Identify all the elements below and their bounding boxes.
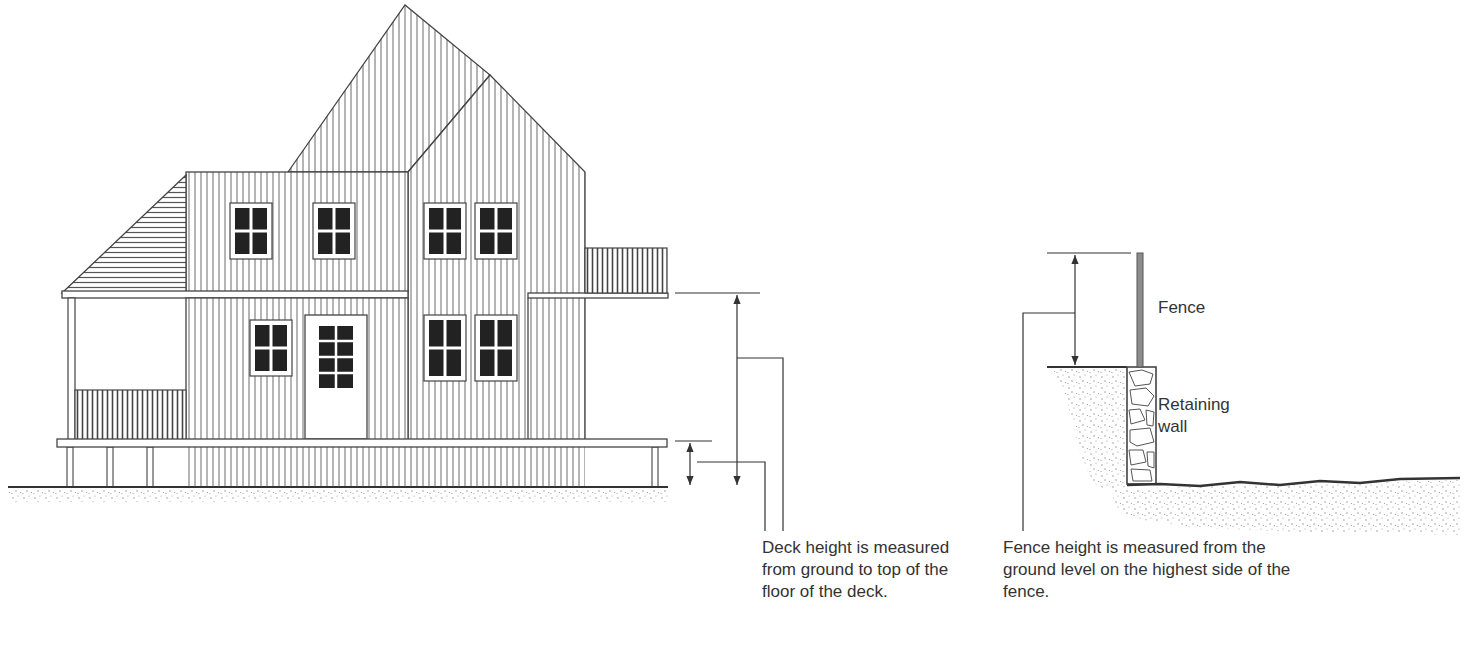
- retaining-wall: [1127, 367, 1156, 484]
- deck-post: [147, 447, 153, 487]
- wall-stones-part: [1131, 469, 1152, 481]
- extension-line: [675, 440, 712, 441]
- dormer-wall: [186, 172, 408, 292]
- door: [305, 315, 367, 439]
- fence-dimensions: [1023, 253, 1131, 531]
- wall-stones: [1129, 370, 1154, 481]
- wall-stones-part: [1130, 428, 1154, 446]
- door-part: [319, 340, 353, 343]
- extension-line: [675, 292, 760, 293]
- window: [424, 203, 466, 259]
- balcony-railing: [585, 248, 667, 293]
- leader-line: [697, 462, 765, 531]
- dimension-arrow: [1074, 255, 1075, 365]
- fence-section: [1047, 253, 1460, 535]
- deck-post: [652, 447, 658, 487]
- fence-post: [1137, 253, 1143, 367]
- dimension-arrow: [689, 443, 690, 485]
- wall-stones-part: [1129, 370, 1153, 386]
- door-part: [319, 372, 353, 375]
- upper-ground-line: [1047, 366, 1127, 368]
- wall-stones-part: [1129, 450, 1146, 465]
- window: [475, 315, 517, 381]
- ground-soil: [8, 488, 668, 502]
- deck-floor: [57, 439, 667, 447]
- porch-post: [68, 298, 75, 440]
- leader-line: [737, 358, 783, 531]
- window: [250, 320, 292, 376]
- window: [230, 203, 272, 259]
- wall-stones-part: [1129, 409, 1145, 424]
- deck-dimensions: [675, 293, 783, 531]
- wall-stones-part: [1130, 388, 1154, 406]
- deck-skirt: [186, 447, 585, 487]
- lower-soil: [1112, 480, 1460, 535]
- door-part: [319, 326, 353, 388]
- wall-corner: [527, 298, 528, 440]
- caption-note: Fence height is measured from the ground…: [1003, 537, 1295, 603]
- balcony-floor: [528, 293, 668, 298]
- window: [424, 315, 466, 381]
- ground-line: [8, 486, 668, 488]
- deck-post: [107, 447, 113, 487]
- lower-wall: [186, 298, 408, 440]
- window: [313, 203, 355, 259]
- part-label: Retaining wall: [1158, 394, 1253, 438]
- extension-line: [1047, 252, 1131, 253]
- wall-stones-part: [1146, 410, 1154, 426]
- part-label: Fence: [1158, 297, 1278, 319]
- door-part: [319, 356, 353, 359]
- porch-roof: [62, 175, 186, 293]
- door-part: [305, 315, 367, 439]
- dimension-arrow: [736, 295, 737, 485]
- wall-stones-part: [1147, 452, 1154, 468]
- deck-post: [67, 447, 73, 487]
- window: [475, 203, 517, 259]
- front-gable: [408, 75, 585, 440]
- leader-line: [1023, 313, 1075, 531]
- upper-soil: [1052, 369, 1127, 492]
- caption-note: Deck height is measured from ground to t…: [762, 537, 984, 603]
- lower-ground-line: [1127, 478, 1460, 486]
- house-elevation: [8, 5, 668, 502]
- porch-railing: [75, 390, 186, 440]
- roof-eave: [62, 291, 408, 298]
